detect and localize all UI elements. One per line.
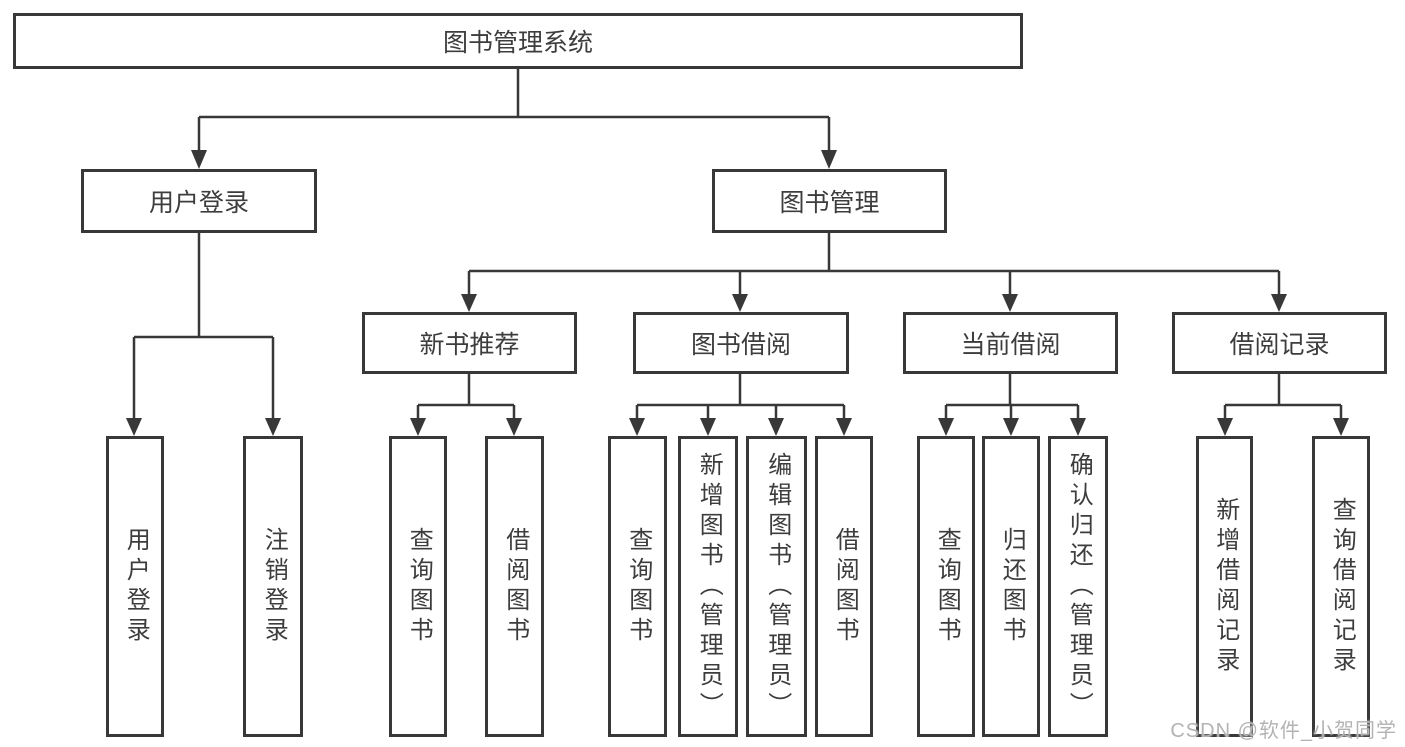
node-current-borrow-label: 当前借阅: [960, 331, 1061, 359]
node-book-borrow-label: 图书借阅: [690, 331, 791, 359]
arrowhead: [700, 418, 716, 436]
node-rec-borrow-books: 借阅图书: [485, 436, 544, 737]
node-logout-leaf: 注销登录: [243, 436, 303, 737]
arrowhead: [1070, 418, 1086, 436]
connector-borrow-records: [1223, 374, 1343, 419]
connector-current-borrow: [944, 374, 1080, 419]
node-user-login-label: 用户登录: [148, 189, 249, 217]
arrowhead: [629, 418, 645, 436]
node-book-mgmt-label: 图书管理: [779, 189, 880, 217]
connector-book-borrow: [635, 374, 846, 419]
node-bb-edit-books: 编辑图书（管理员）: [746, 436, 807, 737]
node-cb-confirm-return: 确认归还（管理员）: [1048, 436, 1108, 737]
node-br-add-record: 新增借阅记录: [1196, 436, 1253, 737]
node-new-book-rec-label: 新书推荐: [419, 331, 520, 359]
node-cb-return-books: 归还图书: [982, 436, 1040, 737]
node-cb-confirm-return-label: 确认归还（管理员）: [1065, 451, 1093, 722]
arrowhead: [732, 294, 748, 312]
node-borrow-records: 借阅记录: [1172, 312, 1387, 374]
node-cb-query-books-label: 查询图书: [933, 526, 961, 647]
node-bb-borrow-books: 借阅图书: [815, 436, 873, 737]
node-bb-add-books-label: 新增图书（管理员）: [695, 451, 723, 722]
node-bb-edit-books-label: 编辑图书（管理员）: [763, 451, 791, 722]
connector-root: [197, 69, 831, 151]
arrowhead: [265, 418, 281, 436]
node-br-add-record-label: 新增借阅记录: [1211, 496, 1239, 677]
node-cb-return-books-label: 归还图书: [998, 526, 1026, 647]
arrowhead: [126, 418, 142, 436]
node-bb-borrow-books-label: 借阅图书: [831, 526, 859, 647]
node-logout-leaf-label: 注销登录: [260, 526, 288, 647]
node-borrow-records-label: 借阅记录: [1229, 331, 1330, 359]
arrowhead: [768, 418, 784, 436]
node-book-mgmt: 图书管理: [712, 169, 947, 233]
node-br-query-record-label: 查询借阅记录: [1328, 496, 1356, 677]
node-current-borrow: 当前借阅: [903, 312, 1118, 374]
node-bb-add-books: 新增图书（管理员）: [678, 436, 738, 737]
node-rec-borrow-books-label: 借阅图书: [501, 526, 529, 647]
arrowhead: [821, 150, 837, 169]
connector-book-mgmt: [467, 233, 1281, 295]
node-new-book-rec: 新书推荐: [362, 312, 577, 374]
node-rec-query-books: 查询图书: [389, 436, 447, 737]
node-login-leaf: 用户登录: [106, 436, 164, 737]
arrowhead: [1002, 294, 1018, 312]
node-rec-query-books-label: 查询图书: [405, 526, 433, 647]
arrowhead: [1217, 418, 1233, 436]
node-book-borrow: 图书借阅: [633, 312, 849, 374]
csdn-watermark: CSDN @软件_小贺同学: [1170, 720, 1397, 742]
arrowhead: [1333, 418, 1349, 436]
arrowhead: [938, 418, 954, 436]
node-bb-query-books: 查询图书: [608, 436, 667, 737]
node-root: 图书管理系统: [13, 13, 1023, 69]
node-user-login: 用户登录: [81, 169, 317, 233]
arrowhead: [1003, 418, 1019, 436]
node-cb-query-books: 查询图书: [917, 436, 975, 737]
connector-new-book-rec: [416, 374, 516, 419]
node-br-query-record: 查询借阅记录: [1312, 436, 1370, 737]
node-login-leaf-label: 用户登录: [122, 526, 150, 647]
arrowhead: [410, 418, 426, 436]
arrowhead: [836, 418, 852, 436]
arrowhead: [1271, 294, 1287, 312]
node-root-label: 图书管理系统: [442, 29, 593, 57]
node-bb-query-books-label: 查询图书: [624, 526, 652, 647]
connector-user-login: [132, 233, 275, 419]
arrowhead: [506, 418, 522, 436]
arrowhead: [461, 294, 477, 312]
arrowhead: [191, 150, 207, 169]
